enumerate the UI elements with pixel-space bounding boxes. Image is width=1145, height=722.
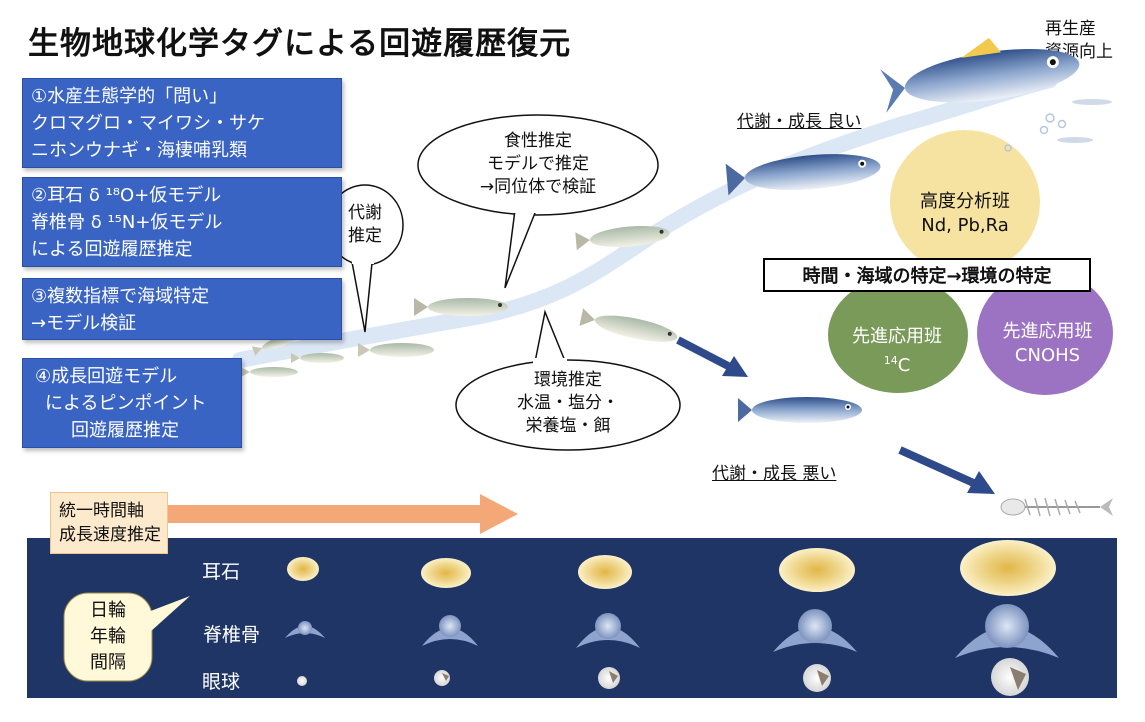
step-box-1: ①水産生態学的「問い」 クロマグロ・マイワシ・サケ ニホンウナギ・海棲哺乳類 xyxy=(22,78,342,168)
bubble-line: 環境推定 xyxy=(534,370,602,390)
bubble-line: →同位体で検証 xyxy=(479,177,597,197)
venn-label-line: CNOHS xyxy=(1014,345,1081,366)
bubble-line: 栄養塩・餌 xyxy=(525,416,611,436)
bubble-metabolism-shape xyxy=(326,184,404,333)
isotope-superscript: 14 xyxy=(883,354,898,367)
step-box-4: ④成長回遊モデル によるピンポイント 回遊履歴推定 xyxy=(22,358,242,448)
badge-shape xyxy=(63,592,190,682)
bubble-line: 水温・塩分・ xyxy=(517,393,619,413)
step-line: ④成長回遊モデル xyxy=(35,366,178,387)
isotope-symbol: C xyxy=(897,355,911,376)
step-box-3: ③複数指標で海域特定 →モデル検証 xyxy=(22,278,342,340)
page-title: 生物地球化学タグによる回遊履歴復元 xyxy=(28,26,572,62)
venn-circle-right xyxy=(977,271,1113,395)
step-line: による回遊履歴推定 xyxy=(31,239,193,260)
fish-skeleton-icon xyxy=(1000,497,1113,517)
fish-lower-branch xyxy=(579,308,678,342)
decline-arrow-2 xyxy=(898,446,995,494)
step-line: ①水産生態学的「問い」 xyxy=(31,86,228,107)
label-poor-growth: 代謝・成長 悪い xyxy=(712,464,837,484)
time-axis-label: 統一時間軸 成長速度推定 xyxy=(50,492,168,554)
venn-label-line: 先進応用班 xyxy=(1002,321,1093,342)
large-fish xyxy=(880,37,1080,113)
bubble-line: 代謝 xyxy=(348,203,382,223)
venn-label-right: 先進応用班 CNOHS xyxy=(985,320,1110,368)
badge-line: 間隔 xyxy=(90,652,126,673)
bubble-line: モデルで推定 xyxy=(487,154,589,174)
venn-label-line: 高度分析班 xyxy=(920,191,1010,212)
bubble-line: 食性推定 xyxy=(504,131,572,151)
bubble-diet: 食性推定 モデルで推定 →同位体で検証 xyxy=(438,130,638,199)
time-axis-line: 統一時間軸 xyxy=(59,501,144,521)
venn-circle-top xyxy=(890,130,1040,274)
otolith-series xyxy=(287,540,1056,596)
step-box-2: ②耳石 δ ¹⁸O+仮モデル 脊椎骨 δ ¹⁵N+仮モデル による回遊履歴推定 xyxy=(22,177,342,267)
bubble-diet-shape xyxy=(417,114,659,289)
bubble-environment: 環境推定 水温・塩分・ 栄養塩・餌 xyxy=(468,369,668,438)
row-label-eye: 眼球 xyxy=(201,671,240,693)
venn-circle-left xyxy=(828,277,968,393)
step-line: クロマグロ・マイワシ・サケ xyxy=(31,113,265,134)
venn-label-line: 14C xyxy=(832,349,962,378)
badge-line: 日輪 xyxy=(90,600,126,621)
eye-lens-series xyxy=(297,658,1029,696)
row-label-otolith: 耳石 xyxy=(201,561,240,583)
corner-note-line: 再生産 xyxy=(1045,19,1096,39)
fish-mid-path xyxy=(414,298,508,316)
decline-arrow-1 xyxy=(676,336,748,377)
badge-line: 年輪 xyxy=(90,626,126,647)
label-good-growth: 代謝・成長 良い xyxy=(737,112,862,132)
fish-upper-mid xyxy=(575,225,670,251)
interval-badge: 日輪 年輪 間隔 xyxy=(64,598,152,676)
venn-label-left: 先進応用班 14C xyxy=(832,325,962,378)
step-line: →モデル検証 xyxy=(31,313,137,334)
time-axis-arrow xyxy=(168,494,518,534)
step-line: 脊椎骨 δ ¹⁵N+仮モデル xyxy=(31,212,223,233)
larvae-eggs xyxy=(1004,99,1112,152)
step-line: 回遊履歴推定 xyxy=(71,420,179,441)
time-axis-line: 成長速度推定 xyxy=(59,525,161,545)
bottom-panel xyxy=(27,538,1117,698)
venn-label-top: 高度分析班 Nd, Pb,Ra xyxy=(895,190,1035,238)
bubble-environment-shape xyxy=(455,309,681,451)
row-label-vertebra: 脊椎骨 xyxy=(202,624,260,646)
venn-label-line: 先進応用班 xyxy=(852,326,942,347)
key-statement-box: 時間・海域の特定→環境の特定 xyxy=(763,258,1091,292)
sardine-upper xyxy=(725,154,881,196)
bubble-line: 推定 xyxy=(348,226,382,246)
step-line: によるピンポイント xyxy=(45,393,207,414)
vertebra-series xyxy=(285,604,1059,658)
step-line: ③複数指標で海域特定 xyxy=(31,286,210,307)
step-line: ニホンウナギ・海棲哺乳類 xyxy=(31,140,247,161)
bubble-metabolism: 代謝 推定 xyxy=(327,202,403,248)
venn-label-line: Nd, Pb,Ra xyxy=(921,215,1009,236)
step-line: ②耳石 δ ¹⁸O+仮モデル xyxy=(31,185,222,206)
sardine-lower xyxy=(738,397,862,423)
